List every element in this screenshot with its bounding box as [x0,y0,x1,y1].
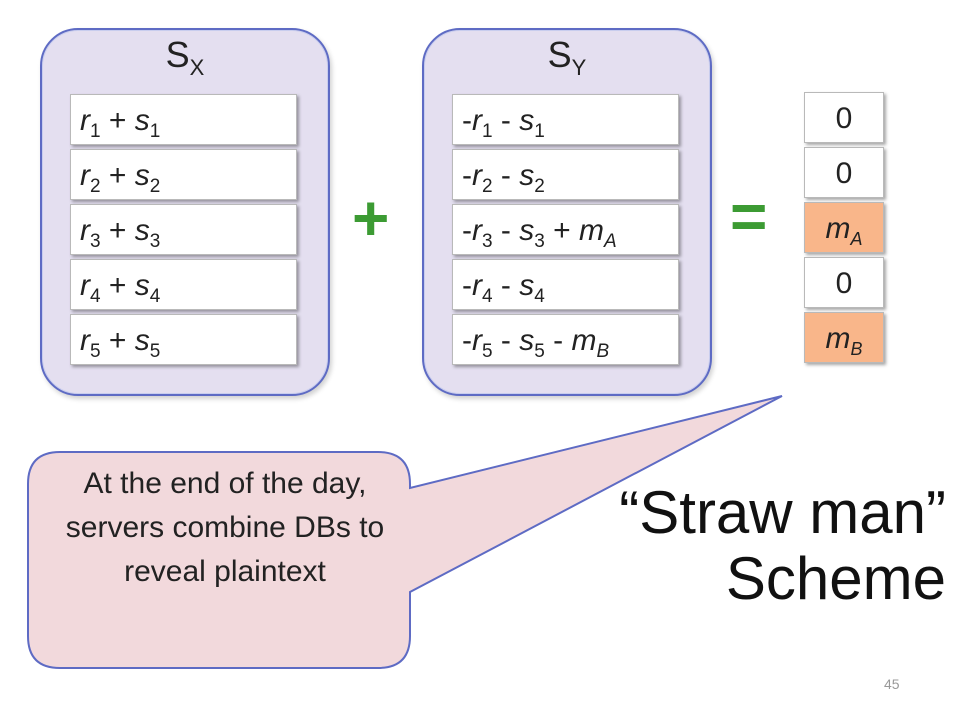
result-cell-highlighted: mA [804,202,884,253]
result-cell: 0 [804,147,884,198]
server-x-row: r2 + s2 [70,149,297,200]
result-column: 0 0 mA 0 mB [804,92,884,367]
server-y-rows: -r1 - s1 -r2 - s2 -r3 - s3 + mA -r4 - s4… [452,94,679,369]
result-cell-highlighted: mB [804,312,884,363]
server-y-box: SY -r1 - s1 -r2 - s2 -r3 - s3 + mA -r4 -… [422,28,712,396]
server-x-rows: r1 + s1 r2 + s2 r3 + s3 r4 + s4 r5 + s5 [70,94,297,369]
page-number: 45 [884,676,900,692]
result-cell: 0 [804,257,884,308]
equals-operator: = [730,180,768,252]
server-x-row: r1 + s1 [70,94,297,145]
server-y-row: -r1 - s1 [452,94,679,145]
result-cell: 0 [804,92,884,143]
server-y-row: -r4 - s4 [452,259,679,310]
slide-title: “Straw man” Scheme [619,480,946,612]
server-y-title: SY [547,34,587,81]
server-x-title: SX [165,34,205,81]
server-x-box: SX r1 + s1 r2 + s2 r3 + s3 r4 + s4 r5 + … [40,28,330,396]
callout-text: At the end of the day, servers combine D… [65,467,385,588]
server-y-row: -r5 - s5 - mB [452,314,679,365]
server-x-row: r3 + s3 [70,204,297,255]
server-y-row: -r2 - s2 [452,149,679,200]
slide-title-line2: Scheme [725,545,946,612]
server-x-row: r5 + s5 [70,314,297,365]
slide-title-line1: “Straw man” [619,479,946,546]
server-x-row: r4 + s4 [70,259,297,310]
plus-operator: + [352,182,390,254]
server-y-row: -r3 - s3 + mA [452,204,679,255]
